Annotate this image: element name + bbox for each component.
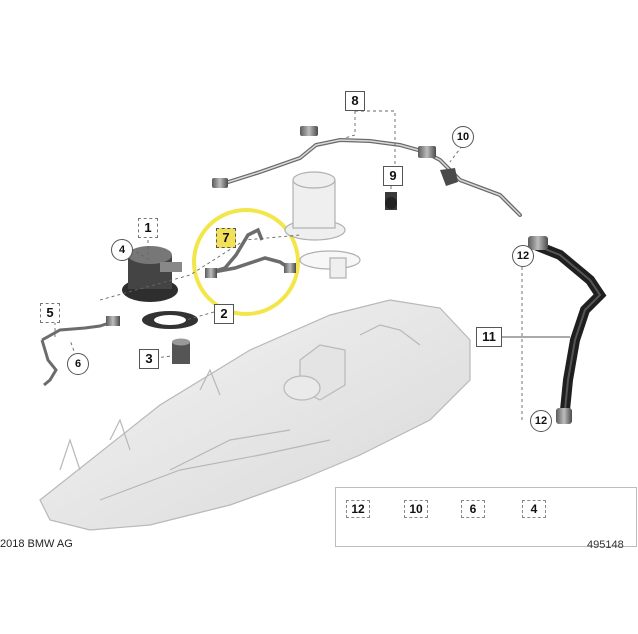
fuel-pipe-6 bbox=[40, 320, 113, 387]
fuel-line-upper-fitting-right bbox=[418, 146, 436, 158]
label-part-8: 8 bbox=[345, 91, 365, 111]
pressure-sensor bbox=[385, 192, 397, 210]
legend-item-6: 6 bbox=[461, 500, 485, 518]
fuel-line-upper-fitting-left bbox=[212, 178, 228, 188]
fuel-hose-fitting-bottom bbox=[556, 408, 572, 424]
label-part-2: 2 bbox=[214, 304, 234, 324]
label-part-4: 4 bbox=[111, 239, 133, 261]
legend-strip bbox=[335, 487, 637, 547]
fuel-pump-right-outline bbox=[284, 171, 361, 279]
label-part-10: 10 bbox=[452, 126, 474, 148]
fuel-pump-left bbox=[122, 246, 182, 302]
label-part-7: 7 bbox=[216, 228, 236, 248]
legend-item-10: 10 bbox=[404, 500, 428, 518]
legend-item-4: 4 bbox=[522, 500, 546, 518]
highlight-circle bbox=[192, 208, 300, 316]
label-part-5: 5 bbox=[40, 303, 60, 323]
fuel-pipe-7-nut-right bbox=[284, 263, 296, 273]
leader-lines bbox=[54, 110, 523, 420]
fuel-pipe-6-fitting bbox=[106, 316, 120, 326]
fuel-hose-fitting-top bbox=[528, 236, 548, 250]
pump-gasket bbox=[142, 311, 198, 329]
legend-item-12: 12 bbox=[346, 500, 370, 518]
fuel-pipe-7-nut-left bbox=[205, 268, 217, 278]
label-part-3: 3 bbox=[139, 349, 159, 369]
fuel-line-upper bbox=[220, 137, 522, 217]
label-part-1: 1 bbox=[138, 218, 158, 238]
label-part-9: 9 bbox=[383, 166, 403, 186]
label-part-12-bottom: 12 bbox=[530, 410, 552, 432]
label-part-6: 6 bbox=[67, 353, 89, 375]
diagram-reference-number: 495148 bbox=[587, 539, 624, 551]
fuel-line-upper-fitting-top bbox=[300, 126, 318, 136]
valve-cover bbox=[39, 299, 471, 531]
copyright-text: 2018 BMW AG bbox=[0, 538, 73, 550]
bracket bbox=[440, 168, 458, 186]
label-part-12-top: 12 bbox=[512, 245, 534, 267]
label-part-11: 11 bbox=[476, 327, 502, 347]
roller-tappet bbox=[172, 338, 190, 364]
